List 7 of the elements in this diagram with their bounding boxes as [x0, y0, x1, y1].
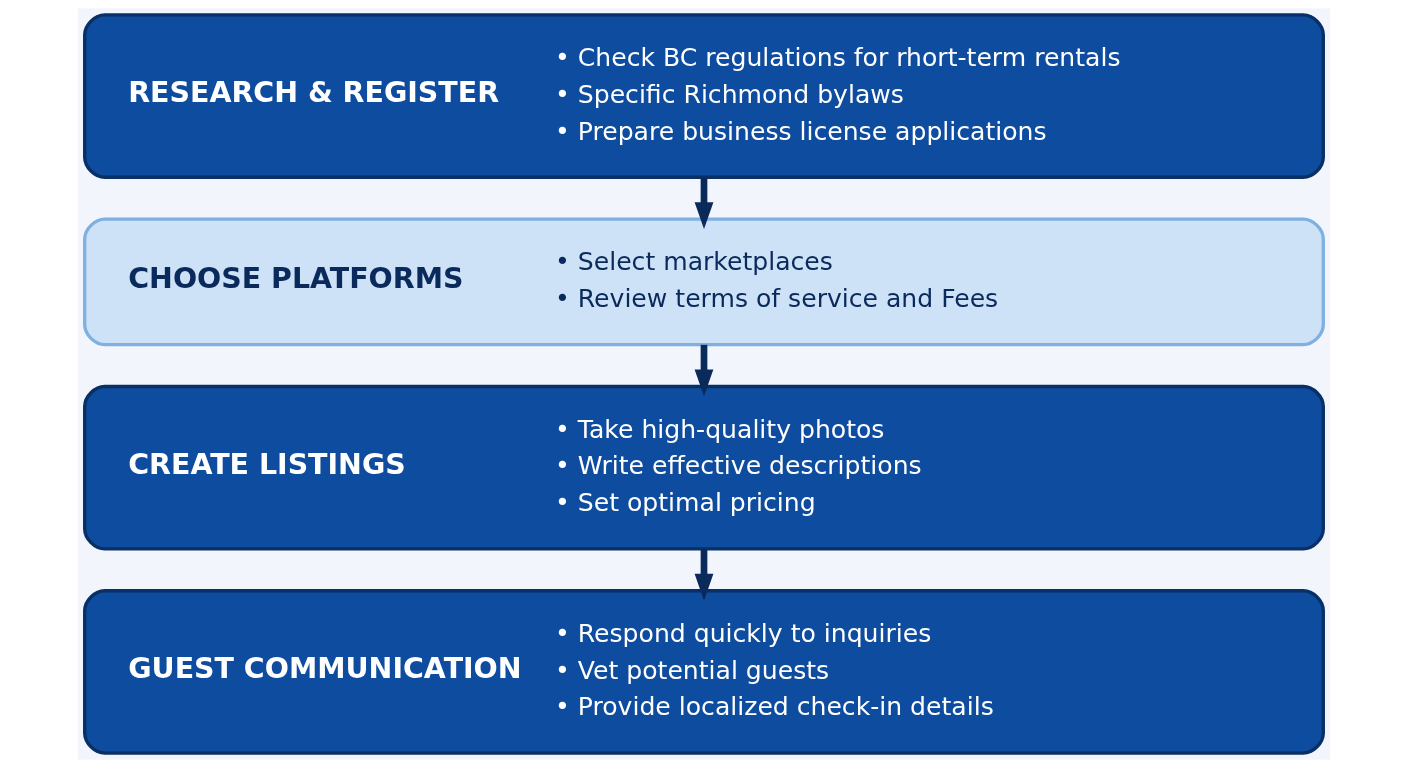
node-box: RESEARCH & REGISTER • Check BC regulations for rhort-term rentals • Specific Richmond bylaws • Prepare business license applications: [83, 13, 1325, 179]
node-box: GUEST COMMUNICATION • Respond quickly to inquiries • Vet potential guests • Provide localized check-in details: [83, 589, 1325, 755]
arrow: [694, 177, 714, 230]
arrow: [694, 344, 714, 397]
arrow: [694, 549, 714, 601]
node-box: CREATE LISTINGS • Take high-quality photos • Write effective descriptions • Set optimal pricing: [83, 384, 1325, 551]
node-box: CHOOSE PLATFORMS • Select marketplaces • Review terms of service and Fees: [83, 217, 1325, 347]
